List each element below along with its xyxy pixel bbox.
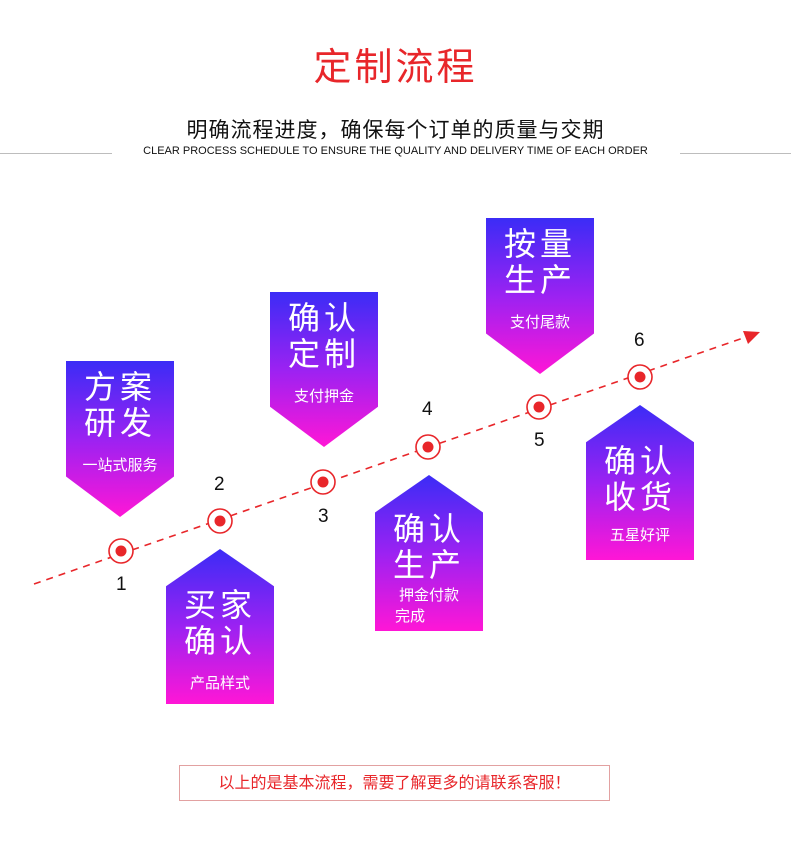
step-number-5: 5	[534, 430, 545, 451]
step-title-line1: 确认	[603, 442, 676, 480]
step-number-3: 3	[318, 506, 329, 527]
step-title-line1: 确认	[392, 510, 465, 548]
step-description-line2: 完成	[395, 607, 426, 625]
step-description: 支付押金	[293, 387, 354, 405]
step-dot-4	[415, 434, 441, 460]
step-card-4: 确认 生产 押金付款 完成	[375, 475, 483, 631]
step-title-line1: 确认	[287, 299, 360, 337]
step-title-line2: 确认	[183, 622, 256, 660]
divider-left	[0, 153, 112, 154]
step-card-2: 买家 确认 产品样式	[166, 549, 274, 704]
contact-note: 以上的是基本流程，需要了解更多的请联系客服！	[179, 765, 610, 801]
step-title-line1: 方案	[83, 368, 156, 406]
step-number-4: 4	[422, 399, 433, 420]
step-title-line2: 生产	[503, 261, 576, 299]
page-subtitle: 明确流程进度，确保每个订单的质量与交期	[186, 118, 605, 142]
divider-right	[680, 153, 791, 154]
step-dot-3	[310, 469, 336, 495]
step-dot-5	[526, 394, 552, 420]
step-card-6: 确认 收货 五星好评	[586, 405, 694, 560]
english-subtitle: CLEAR PROCESS SCHEDULE TO ENSURE THE QUA…	[143, 145, 648, 157]
step-dot-1	[108, 538, 134, 564]
step-number-1: 1	[116, 574, 127, 595]
step-title-line2: 生产	[392, 546, 465, 584]
step-dot-6	[627, 364, 653, 390]
step-title-line2: 收货	[603, 478, 676, 516]
arrow-head-icon	[743, 331, 760, 344]
step-description-line1: 押金付款	[398, 586, 459, 604]
step-dot-2	[207, 508, 233, 534]
step-description: 一站式服务	[82, 456, 158, 474]
page-title: 定制流程	[313, 45, 478, 89]
step-number-6: 6	[634, 330, 645, 351]
step-title-line1: 按量	[503, 225, 576, 263]
step-title-line2: 定制	[287, 335, 360, 373]
step-description: 支付尾款	[509, 313, 570, 331]
step-title-line2: 研发	[83, 404, 156, 442]
step-number-2: 2	[214, 474, 225, 495]
step-description: 五星好评	[609, 526, 670, 544]
step-title-line1: 买家	[183, 586, 256, 624]
step-description: 产品样式	[189, 674, 250, 692]
